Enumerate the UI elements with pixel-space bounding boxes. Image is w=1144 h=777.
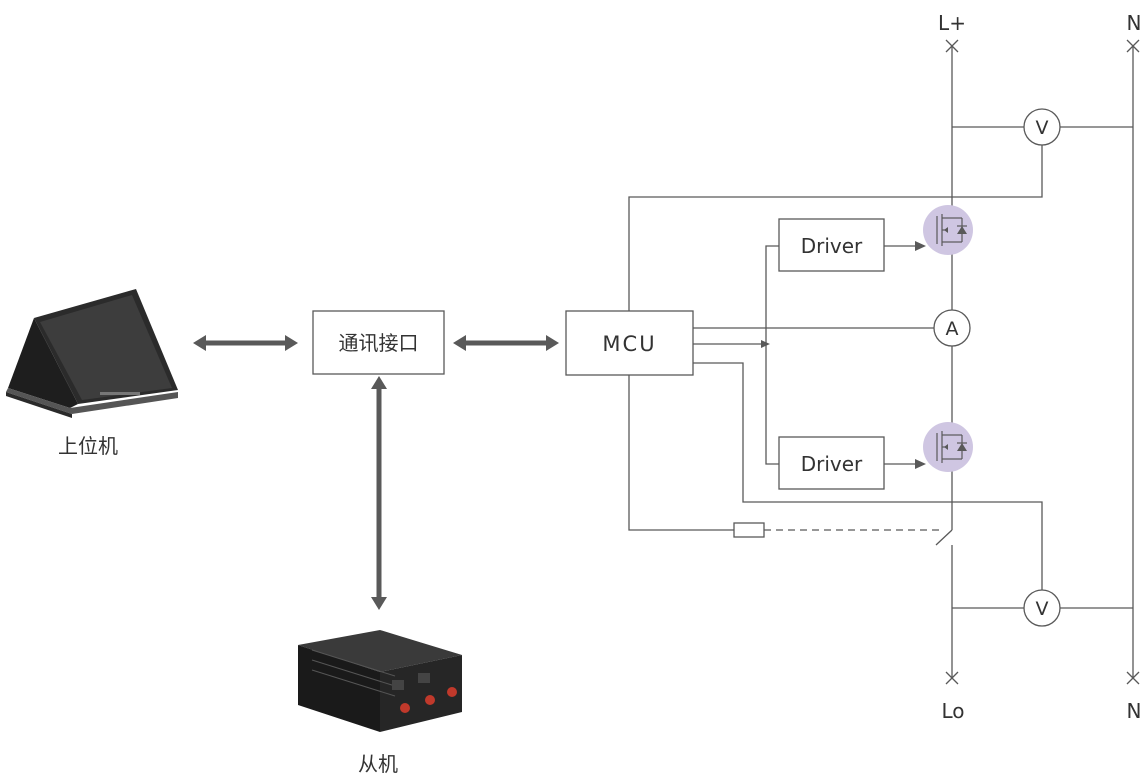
mcu-label: MCU: [602, 332, 656, 356]
mcu-box: MCU: [565, 310, 694, 376]
comm-interface-label: 通讯接口: [339, 331, 419, 355]
mosfet-top: [923, 205, 973, 255]
terminal-l-plus: L+: [938, 11, 966, 35]
ammeter-label: A: [946, 318, 959, 340]
comm-interface-box: 通讯接口: [312, 310, 445, 375]
voltmeter-top-label: V: [1036, 117, 1049, 139]
voltmeter-bottom-label: V: [1036, 598, 1049, 620]
driver-bottom-box: Driver: [778, 436, 885, 490]
driver-wiring: [693, 241, 926, 469]
voltmeter-top: V: [1023, 108, 1061, 146]
laptop-icon: [6, 289, 178, 418]
arrow-comm-mcu: [453, 335, 559, 351]
meter-wiring: [628, 126, 1133, 609]
terminal-n-top: N: [1127, 11, 1142, 35]
host-label: 上位机: [58, 434, 118, 458]
ammeter: A: [933, 309, 971, 347]
driver-top-label: Driver: [801, 234, 863, 258]
driver-top-box: Driver: [778, 218, 885, 272]
mosfet-bottom: [923, 422, 973, 472]
driver-bottom-label: Driver: [801, 452, 863, 476]
arrow-host-comm: [193, 335, 298, 351]
terminal-n-bottom: N: [1127, 699, 1142, 723]
arrow-comm-slave: [371, 376, 387, 610]
terminal-lo: Lo: [941, 699, 964, 723]
voltmeter-bottom: V: [1023, 589, 1061, 627]
slave-label: 从机: [358, 752, 398, 776]
power-module-icon: [298, 630, 462, 732]
